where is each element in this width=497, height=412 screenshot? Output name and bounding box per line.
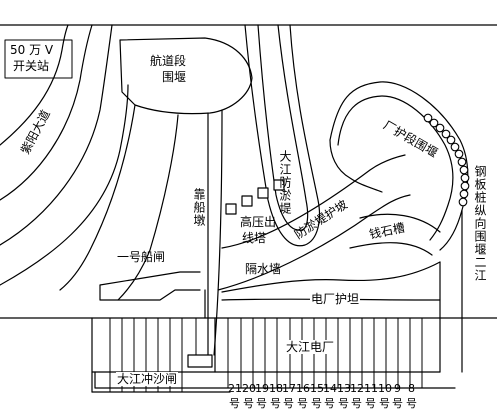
unit-number: 12 [350, 382, 364, 395]
steel-sheet-pile-label: 钢板桩纵向围堰二江 [473, 165, 487, 282]
tower-square-2 [241, 195, 253, 207]
lock-basin [99, 284, 201, 301]
road-edge-4 [0, 84, 129, 286]
pile-circle [454, 149, 464, 159]
road-edge-3 [0, 24, 113, 246]
riprap-band-lower [349, 242, 433, 256]
riprap-band-upper [359, 213, 441, 233]
pile-circle [435, 123, 445, 133]
pile-circle [457, 157, 467, 167]
unit-number: 19 [255, 382, 269, 395]
unit-number: 11 [364, 382, 378, 395]
unit-suffix: 号 [338, 397, 349, 410]
pile-circle [429, 118, 439, 128]
dajiang-plant-label: 大江电厂 [285, 340, 336, 354]
substation-box [4, 39, 73, 79]
channel-cofferdam-shape [119, 37, 253, 115]
unit-suffix: 号 [311, 397, 322, 410]
channel-left-bank [59, 104, 136, 291]
powerhouse-bottom [94, 371, 456, 389]
hv-tower-label-1: 高压出 [240, 215, 277, 229]
channel-cofferdam-label-2: 围堰 [162, 70, 187, 84]
ship-pier-right [213, 109, 223, 356]
steel-pile-circles [423, 113, 470, 207]
pile-circle [459, 189, 469, 199]
road-edge-2 [0, 24, 93, 201]
slope-band-lower [217, 194, 411, 291]
unit-suffix: 号 [229, 397, 240, 410]
substation-label-top: 50 万 V [10, 43, 54, 57]
factory-cofferdam-inner [337, 95, 454, 241]
unit-suffix: 号 [270, 397, 281, 410]
unit-suffix: 号 [351, 397, 362, 410]
partition-wall-label: 隔水墙 [245, 262, 282, 276]
tower-square-4 [273, 179, 285, 191]
silt-dike-label: 大江防淤堤 [278, 150, 292, 215]
unit-number: 9 [394, 382, 401, 395]
hv-tower-label-2: 线塔 [242, 231, 267, 245]
dajiang-sluice-label: 大江冲沙闸 [116, 372, 179, 386]
pile-circle [423, 113, 433, 123]
unit-suffix: 号 [256, 397, 267, 410]
factory-cofferdam-outer [329, 81, 469, 251]
unit-number: 16 [296, 382, 310, 395]
lock-left-wall [99, 271, 201, 286]
pile-circle [459, 165, 469, 175]
unit-suffix: 号 [324, 397, 335, 410]
unit-suffix: 号 [365, 397, 376, 410]
factory-cofferdam-tip [329, 139, 383, 193]
unit-suffix: 号 [379, 397, 390, 410]
unit-suffix: 号 [297, 397, 308, 410]
tower-square-3 [257, 187, 269, 199]
pile-circle [460, 173, 470, 183]
pile-circle [441, 129, 451, 139]
lock-no1-label: 一号船闸 [117, 250, 166, 264]
unit-number: 8 [408, 382, 415, 395]
unit-suffix: 号 [392, 397, 403, 410]
partition-wall-line [221, 261, 441, 293]
unit-number: 21 [228, 382, 242, 395]
unit-suffix: 号 [243, 397, 254, 410]
slope-band-upper [221, 154, 406, 249]
substation-label-bottom: 开关站 [13, 59, 50, 73]
plant-apron-label: 电厂护坦 [310, 292, 361, 306]
unit-number: 14 [323, 382, 337, 395]
unit-number: 20 [242, 382, 256, 395]
pile-circle [458, 197, 468, 207]
pile-circle [446, 135, 456, 145]
silt-dike-inner [257, 24, 309, 231]
unit-number: 18 [269, 382, 283, 395]
silt-dike-outer [244, 24, 321, 247]
unit-number: 15 [310, 382, 324, 395]
ship-pier-label: 靠船墩 [192, 188, 206, 227]
pile-circle [460, 181, 470, 191]
pile-circle [450, 142, 460, 152]
unit-number: 17 [282, 382, 296, 395]
unit-number: 13 [337, 382, 351, 395]
tower-square-1 [225, 203, 237, 215]
lock-gate-box [187, 354, 213, 368]
unit-number: 10 [378, 382, 392, 395]
road-edge-1 [0, 24, 69, 146]
channel-right-bank [117, 114, 179, 301]
unit-suffix: 号 [283, 397, 294, 410]
unit-suffix: 号 [406, 397, 417, 410]
channel-cofferdam-label-1: 航道段 [150, 54, 187, 68]
